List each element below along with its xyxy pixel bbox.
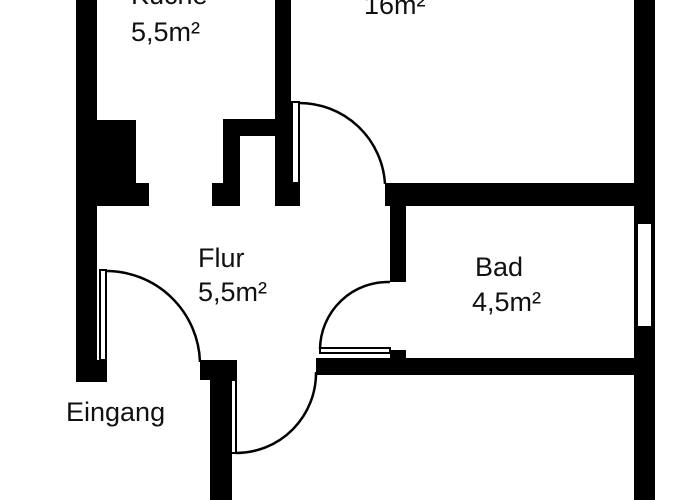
wall-bath-left bbox=[390, 206, 406, 282]
door-living[interactable] bbox=[291, 101, 387, 185]
doors bbox=[99, 101, 391, 455]
room-area-kueche: 5,5m² bbox=[131, 17, 200, 47]
walls bbox=[76, 0, 655, 500]
door-bath[interactable] bbox=[318, 280, 391, 354]
wall-left-outer bbox=[76, 0, 97, 382]
wall-corridor-block bbox=[200, 360, 237, 380]
wall-entrance-jamb bbox=[97, 360, 107, 382]
wall-door-stub bbox=[291, 183, 300, 206]
room-area-living: 16m² bbox=[364, 0, 426, 20]
room-area-bad: 4,5m² bbox=[472, 287, 541, 317]
wall-bath-top bbox=[385, 183, 636, 206]
wall-corridor-lower bbox=[210, 378, 232, 500]
wall-kitchen-jamb-foot bbox=[212, 183, 240, 206]
wall-kitchen-divider bbox=[275, 0, 291, 206]
wall-chimney-block bbox=[97, 120, 136, 206]
room-area-flur: 5,5m² bbox=[198, 277, 267, 307]
room-name-kueche: Küche bbox=[131, 0, 208, 10]
door-entrance[interactable] bbox=[99, 269, 202, 363]
room-name-flur: Flur bbox=[198, 243, 245, 273]
wall-bath-bottom bbox=[316, 358, 636, 375]
wall-bath-door-stub bbox=[390, 350, 406, 359]
door-lower-room[interactable] bbox=[230, 371, 318, 455]
wall-kitchen-jamb-top bbox=[223, 119, 275, 136]
window bbox=[636, 222, 653, 328]
wall-kitchen-jamb-post bbox=[223, 136, 240, 183]
room-name-bad: Bad bbox=[475, 252, 523, 282]
wall-chimney-foot bbox=[136, 183, 149, 206]
labels: Küche 5,5m² 16m² Flur 5,5m² Bad 4,5m² Ei… bbox=[66, 0, 541, 427]
entrance-label: Eingang bbox=[66, 397, 165, 427]
